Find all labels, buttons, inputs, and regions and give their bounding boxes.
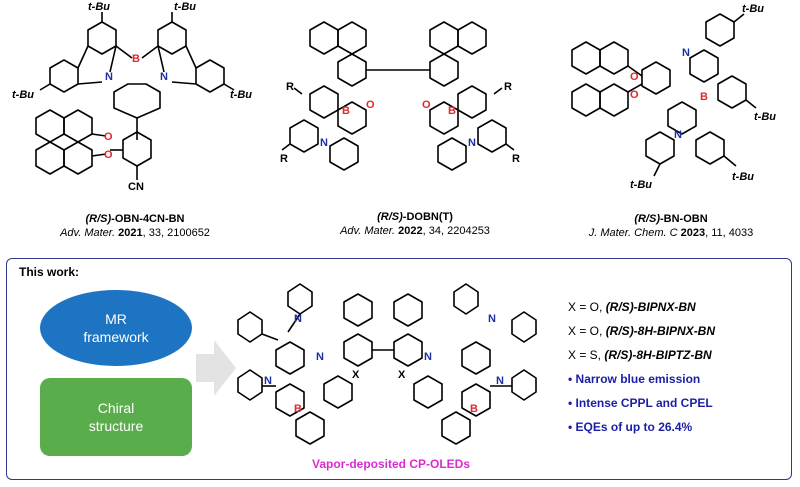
x-atom-label: X [352,369,360,381]
chiral-structure-box: Chiral structure [40,378,192,456]
nitrogen-atom-label: N [468,137,476,149]
molecule-caption: (R/S)-OBN-4CN-BN Adv. Mater. 2021, 33, 2… [60,213,210,239]
nitrogen-atom-label: N [496,375,504,387]
tbu-group-label: t-Bu [742,3,764,15]
r-group-label: R [280,153,288,165]
boron-atom-label: B [294,403,302,415]
boron-atom-label: B [342,105,350,117]
molecule-bn-obn-structure: N N B O O t-Bu t-Bu t-Bu t-Bu [571,3,776,191]
rect-line: Chiral [97,400,135,416]
boron-atom-label: B [448,105,456,117]
oxygen-atom-label: O [104,131,113,143]
cyano-group-label: CN [128,181,144,193]
oxygen-atom-label: O [422,99,431,111]
r-group-label: R [286,81,294,93]
molecule-caption: (R/S)-DOBN(T) Adv. Mater. 2022, 34, 2204… [340,211,490,237]
variant-row: X = O, (R/S)-8H-BIPNX-BN [568,324,716,338]
r-group-label: R [504,81,512,93]
nitrogen-atom-label: N [294,313,302,325]
vapor-deposited-label: Vapor-deposited CP-OLEDs [312,457,471,471]
feature-bullet: • EQEs of up to 26.4% [568,420,693,434]
oxygen-atom-label: O [630,89,639,101]
nitrogen-atom-label: N [316,351,324,363]
oxygen-atom-label: O [366,99,375,111]
r-group-label: R [512,153,520,165]
nitrogen-atom-label: N [424,351,432,363]
oval-line: framework [83,329,149,345]
feature-bullet: • Intense CPPL and CPEL [568,396,713,410]
x-atom-label: X [398,369,406,381]
oxygen-atom-label: O [630,71,639,83]
tbu-group-label: t-Bu [630,179,652,191]
rect-line: structure [88,418,144,434]
tbu-group-label: t-Bu [174,1,196,13]
boron-atom-label: B [700,91,708,103]
nitrogen-atom-label: N [674,129,682,141]
variant-row: X = S, (R/S)-8H-BIPTZ-BN [568,348,712,362]
molecule-dobn-t-structure: B B O O N N R R R R [280,21,520,171]
nitrogen-atom-label: N [320,137,328,149]
tbu-group-label: t-Bu [754,111,776,123]
nitrogen-atom-label: N [160,71,168,83]
nitrogen-atom-label: N [105,71,113,83]
feature-bullet: • Narrow blue emission [568,372,701,386]
oxygen-atom-label: O [104,149,113,161]
this-work-panel: This work: [6,258,792,480]
bipnx-bn-structure: N N N N N N B B X X [237,283,537,445]
oval-line: MR [105,311,127,327]
right-arrow-icon [196,340,236,396]
mr-framework-oval: MR framework [40,290,192,366]
molecule-obn-4cn-bn-structure: B N N O O CN t-Bu t-Bu t-Bu t-Bu [12,1,252,193]
tbu-group-label: t-Bu [12,89,34,101]
nitrogen-atom-label: N [682,47,690,59]
tbu-group-label: t-Bu [230,89,252,101]
boron-atom-label: B [132,53,140,65]
variant-list: X = O, (R/S)-BIPNX-BN X = O, (R/S)-8H-BI… [568,298,715,442]
tbu-group-label: t-Bu [88,1,110,13]
molecule-caption: (R/S)-BN-OBN J. Mater. Chem. C 2023, 11,… [588,213,754,239]
this-work-title: This work: [19,265,80,279]
boron-atom-label: B [470,403,478,415]
tbu-group-label: t-Bu [732,171,754,183]
variant-row: X = O, (R/S)-BIPNX-BN [568,300,696,314]
nitrogen-atom-label: N [264,375,272,387]
nitrogen-atom-label: N [488,313,496,325]
